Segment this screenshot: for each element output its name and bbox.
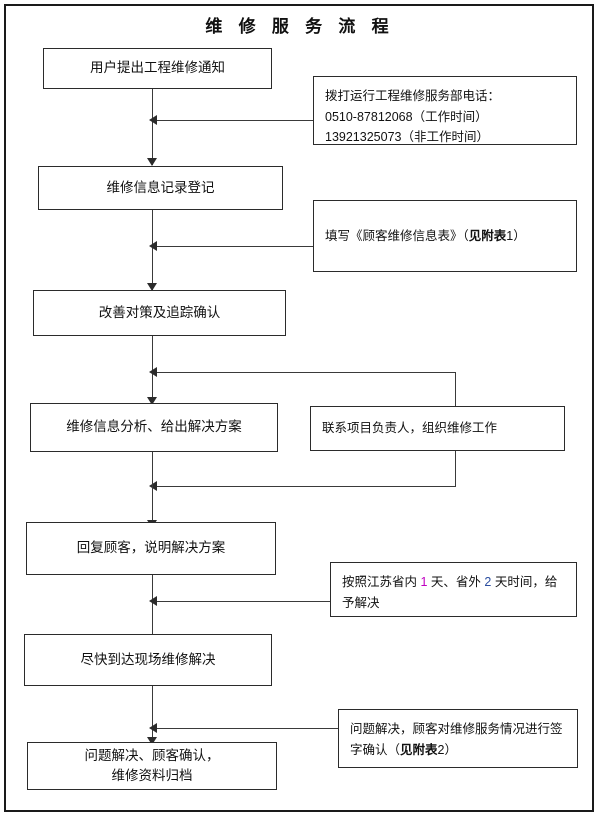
note-box-resolution-deadline[interactable]: 按照江苏省内 1 天、省外 2 天时间，给予解决 — [330, 562, 577, 617]
outer-frame — [4, 4, 594, 812]
note-organize-text: 联系项目负责人，组织维修工作 — [322, 421, 498, 436]
process-box-onsite-repair[interactable]: 尽快到达现场维修解决 — [24, 634, 272, 686]
note-box-phone[interactable]: 拨打运行工程维修服务部电话： 0510-87812068（工作时间） 13921… — [313, 76, 577, 145]
connector-step5-to-step6 — [152, 575, 153, 645]
note-box-signature-confirm[interactable]: 问题解决，顾客对维修服务情况进行签字确认（见附表2） — [338, 709, 578, 768]
note-signoff-number: 2 — [437, 742, 445, 757]
arrowhead-into-step7 — [147, 737, 157, 745]
connector-form-note — [152, 246, 313, 247]
note-signoff-prefix: 问题解决，顾客对维修服务情况进行签字确认（ — [350, 722, 563, 757]
connector-step6-to-step7 — [152, 686, 153, 754]
arrowhead-deadline-note — [149, 596, 157, 606]
note-form-prefix: 填写《顾客维修信息表》（ — [325, 228, 469, 243]
process-label-3: 改善对策及追踪确认 — [98, 304, 221, 320]
process-box-record-registration[interactable]: 维修信息记录登记 — [38, 166, 283, 210]
note-signoff-suffix: ） — [444, 742, 457, 757]
note-deadline-days-outside: 2 — [484, 575, 492, 589]
process-label-4: 维修信息分析、给出解决方案 — [66, 419, 242, 435]
arrowhead-into-step3 — [147, 283, 157, 291]
arrowhead-into-step2 — [147, 158, 157, 166]
arrowhead-organize-upper — [149, 367, 157, 377]
arrowhead-organize-lower — [149, 481, 157, 491]
note-deadline-days-province: 1 — [420, 575, 428, 589]
note-form-bold: 见附表 — [468, 228, 507, 243]
connector-step4-to-step5 — [152, 452, 153, 529]
process-label-7: 问题解决、顾客确认， 维修资料归档 — [84, 747, 220, 783]
process-label-6: 尽快到达现场维修解决 — [80, 651, 216, 667]
note-signoff-text: 问题解决，顾客对维修服务情况进行签字确认（见附表2） — [350, 719, 567, 760]
arrowhead-signoff-note — [149, 723, 157, 733]
process-label-2: 维修信息记录登记 — [106, 179, 215, 195]
process-box-improvement-tracking[interactable]: 改善对策及追踪确认 — [33, 290, 286, 336]
process-box-user-notice[interactable]: 用户提出工程维修通知 — [43, 48, 272, 89]
note-phone-line3: 13921325073（非工作时间） — [325, 130, 489, 145]
connector-phone-note — [152, 120, 313, 121]
connector-organize-lower — [152, 486, 456, 487]
connector-deadline-note — [152, 601, 330, 602]
connector-step1-to-step2 — [152, 89, 153, 165]
note-form-suffix: ） — [513, 228, 526, 243]
process-label-1: 用户提出工程维修通知 — [90, 60, 225, 76]
process-box-reply-customer[interactable]: 回复顾客，说明解决方案 — [26, 522, 276, 575]
process-box-analysis-solution[interactable]: 维修信息分析、给出解决方案 — [30, 403, 278, 452]
note-box-organize-repair[interactable]: 联系项目负责人，组织维修工作 — [310, 406, 565, 451]
arrowhead-phone-note — [149, 115, 157, 125]
process-box-archive-records[interactable]: 问题解决、顾客确认， 维修资料归档 — [27, 742, 277, 790]
connector-signoff-note — [152, 728, 338, 729]
note-deadline-part1: 按照江苏省内 — [342, 575, 421, 589]
note-phone-line2: 0510-87812068（工作时间） — [325, 109, 488, 124]
process-label-5: 回复顾客，说明解决方案 — [76, 540, 226, 556]
note-phone-line1: 拨打运行工程维修服务部电话： — [325, 89, 501, 103]
note-deadline-text: 按照江苏省内 1 天、省外 2 天时间，给予解决 — [342, 572, 566, 613]
note-deadline-part3: 天时间，给予解决 — [342, 575, 558, 610]
page-title: 维 修 服 务 流 程 — [205, 17, 395, 36]
connector-organize-upper — [152, 372, 456, 373]
note-signoff-bold: 见附表 — [400, 742, 438, 757]
arrowhead-form-note — [149, 241, 157, 251]
arrowhead-into-step4 — [147, 397, 157, 405]
note-form-number: 1 — [506, 228, 514, 243]
note-box-customer-form[interactable]: 填写《顾客维修信息表》（见附表1） — [313, 200, 577, 272]
note-form-text: 填写《顾客维修信息表》（见附表1） — [325, 226, 526, 247]
note-deadline-part2: 天、省外 — [427, 575, 485, 589]
